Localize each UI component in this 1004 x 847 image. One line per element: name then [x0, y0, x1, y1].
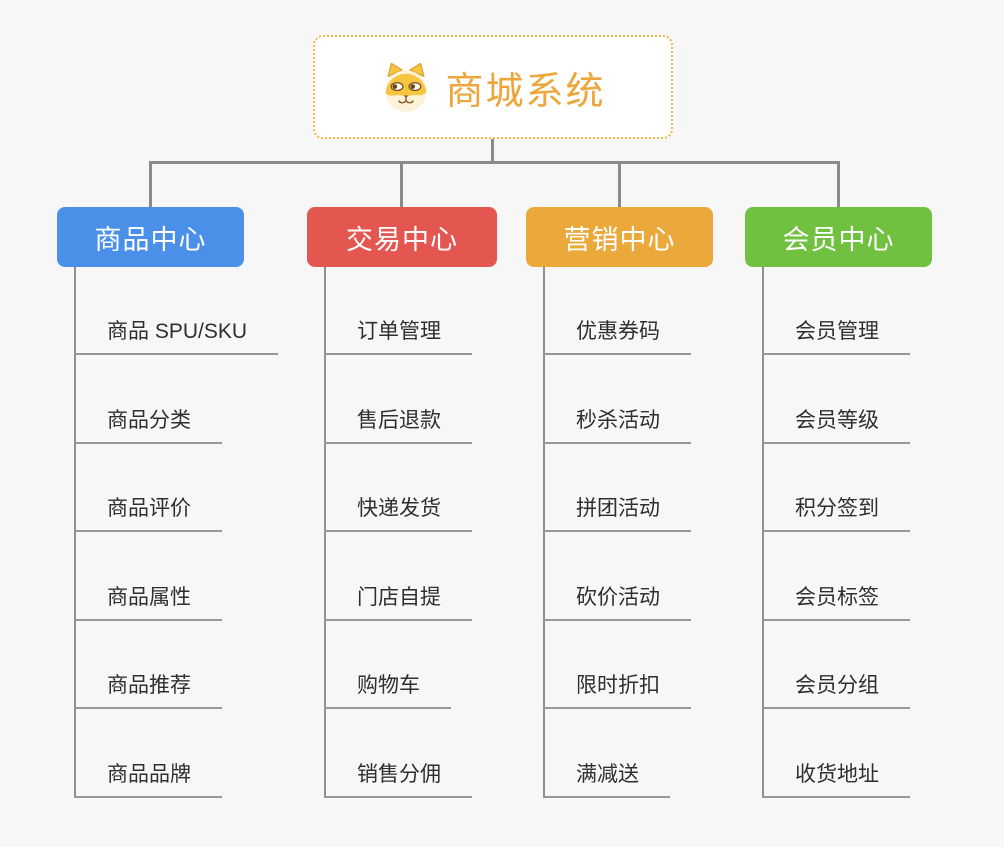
branch-node-trade-center[interactable]: 交易中心 — [307, 207, 497, 267]
trunk-line-marketing — [543, 267, 545, 798]
child-node-flash-sale[interactable]: 秒杀活动 — [543, 405, 691, 444]
child-node-product-brand[interactable]: 商品品牌 — [74, 759, 222, 798]
child-node-member-group[interactable]: 会员分组 — [762, 670, 910, 709]
connector-horizontal-bus — [149, 161, 840, 164]
child-node-product-attribute[interactable]: 商品属性 — [74, 582, 222, 621]
branch-label-trade: 交易中心 — [346, 224, 458, 255]
doge-face-icon — [385, 62, 428, 112]
root-node-mall-system[interactable]: 商城系统 — [313, 35, 673, 139]
child-node-sales-commission[interactable]: 销售分佣 — [324, 759, 472, 798]
branch-node-marketing-center[interactable]: 营销中心 — [526, 207, 713, 267]
branch-label-member: 会员中心 — [782, 224, 895, 255]
child-column-trade: 订单管理 售后退款 快递发货 门店自提 购物车 销售分佣 — [324, 316, 472, 847]
child-node-product-recommend[interactable]: 商品推荐 — [74, 670, 222, 709]
root-title: 商城系统 — [445, 70, 606, 113]
trunk-line-product — [74, 267, 76, 798]
child-node-order-management[interactable]: 订单管理 — [324, 316, 472, 355]
child-node-shopping-cart[interactable]: 购物车 — [324, 670, 451, 709]
connector-drop-marketing — [618, 161, 621, 207]
trunk-line-member — [762, 267, 764, 798]
child-column-marketing: 优惠券码 秒杀活动 拼团活动 砍价活动 限时折扣 满减送 — [543, 316, 691, 847]
trunk-line-trade — [324, 267, 326, 798]
branch-node-member-center[interactable]: 会员中心 — [745, 207, 932, 267]
child-node-group-buy[interactable]: 拼团活动 — [543, 493, 691, 532]
child-node-points-checkin[interactable]: 积分签到 — [762, 493, 910, 532]
child-node-store-pickup[interactable]: 门店自提 — [324, 582, 472, 621]
child-node-member-management[interactable]: 会员管理 — [762, 316, 910, 355]
connector-drop-member — [837, 161, 840, 207]
branch-node-product-center[interactable]: 商品中心 — [57, 207, 244, 267]
child-node-product-spu-sku[interactable]: 商品 SPU/SKU — [74, 316, 279, 355]
child-node-product-category[interactable]: 商品分类 — [74, 405, 222, 444]
child-node-shipping-address[interactable]: 收货地址 — [762, 759, 910, 798]
child-node-after-sale-refund[interactable]: 售后退款 — [324, 405, 472, 444]
child-node-member-tag[interactable]: 会员标签 — [762, 582, 910, 621]
branch-label-marketing: 营销中心 — [563, 224, 676, 255]
child-node-limited-time-discount[interactable]: 限时折扣 — [543, 670, 691, 709]
child-column-member: 会员管理 会员等级 积分签到 会员标签 会员分组 收货地址 — [762, 316, 910, 847]
connector-drop-trade — [400, 161, 403, 207]
connector-drop-product — [149, 161, 152, 207]
child-node-spend-save[interactable]: 满减送 — [543, 759, 670, 798]
child-node-express-delivery[interactable]: 快递发货 — [324, 493, 472, 532]
child-column-product: 商品 SPU/SKU 商品分类 商品评价 商品属性 商品推荐 商品品牌 — [74, 316, 279, 847]
child-node-bargain-activity[interactable]: 砍价活动 — [543, 582, 691, 621]
child-node-member-level[interactable]: 会员等级 — [762, 405, 910, 444]
child-node-coupon-code[interactable]: 优惠券码 — [543, 316, 691, 355]
connector-root-drop — [491, 139, 494, 164]
child-node-product-review[interactable]: 商品评价 — [74, 493, 222, 532]
branch-label-product: 商品中心 — [94, 224, 207, 255]
